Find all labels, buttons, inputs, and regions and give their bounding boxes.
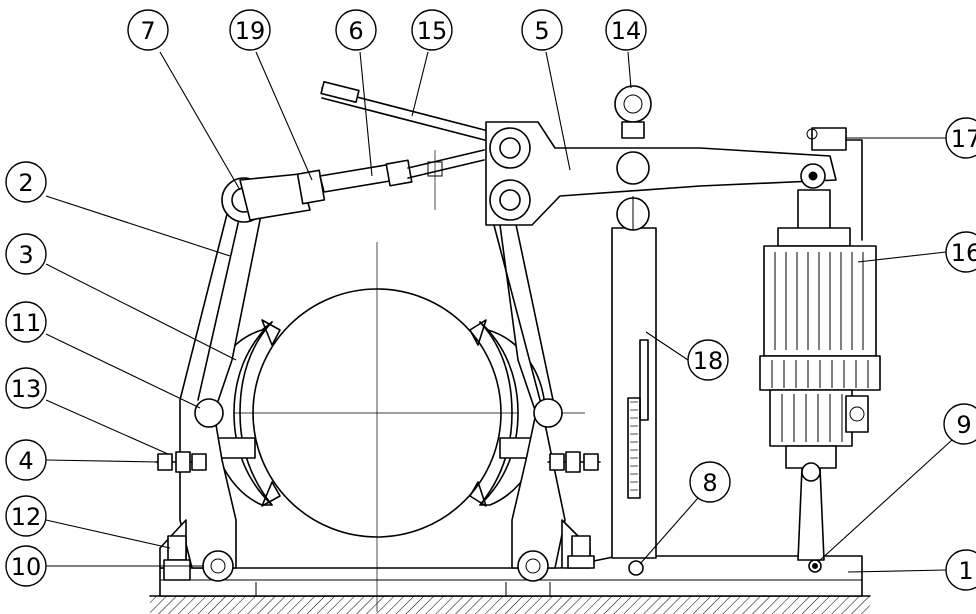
callout-18: 18	[645, 331, 729, 381]
right-spring-block	[567, 535, 595, 569]
callout-8: 8	[639, 461, 731, 565]
callout-label: 5	[534, 17, 549, 45]
callout-group: 7 19 6 15 5 14 17	[5, 9, 976, 591]
callout-label: 9	[956, 411, 971, 439]
callout-19: 19	[229, 9, 313, 181]
callout-label: 4	[18, 447, 33, 475]
callout-17: 17	[846, 117, 976, 159]
callout-5: 5	[521, 9, 571, 171]
ground-hatch	[149, 595, 871, 614]
callout-label: 2	[18, 169, 33, 197]
eye-bolt	[614, 85, 652, 139]
callout-label: 8	[702, 469, 717, 497]
callout-7: 7	[127, 9, 241, 191]
callout-2: 2	[5, 161, 231, 257]
callout-13: 13	[5, 367, 169, 455]
thruster-base-fins	[781, 394, 843, 442]
thruster-lower-fins	[771, 360, 869, 388]
callout-label: 6	[348, 17, 363, 45]
callout-label: 13	[11, 375, 42, 403]
callout-14: 14	[605, 9, 647, 89]
callout-1: 1	[847, 549, 976, 591]
left-spring-block	[163, 535, 191, 581]
callout-label: 19	[235, 17, 266, 45]
callout-label: 12	[11, 503, 42, 531]
left-adjusting-bolt	[155, 451, 207, 473]
callout-label: 14	[611, 17, 642, 45]
callout-label: 15	[417, 17, 448, 45]
callout-label: 18	[693, 347, 724, 375]
callout-label: 1	[958, 557, 973, 585]
spring-rod	[320, 81, 501, 145]
callout-label: 7	[140, 17, 155, 45]
callout-11: 11	[5, 301, 201, 409]
brake-drum	[180, 242, 585, 612]
callout-12: 12	[5, 495, 171, 549]
vertical-column	[611, 196, 657, 559]
callout-label: 11	[11, 309, 42, 337]
callout-9: 9	[817, 403, 976, 563]
callout-label: 10	[11, 553, 42, 581]
left-brake-arm	[159, 209, 263, 582]
callout-10: 10	[5, 545, 204, 587]
top-lever	[485, 121, 837, 226]
callout-4: 4	[5, 439, 159, 481]
base-plate	[159, 555, 863, 597]
tie-rod	[239, 149, 485, 221]
thruster	[759, 189, 881, 561]
limit-switch	[806, 127, 863, 241]
callout-label: 3	[18, 241, 33, 269]
callout-6: 6	[335, 9, 377, 177]
thruster-fins	[774, 252, 864, 350]
callout-label: 16	[951, 239, 976, 267]
callout-3: 3	[5, 233, 237, 361]
callout-15: 15	[411, 9, 453, 117]
scale-ticks	[630, 401, 638, 491]
right-adjusting-bolt	[547, 451, 601, 473]
callout-label: 17	[951, 125, 976, 153]
callout-16: 16	[857, 231, 976, 273]
